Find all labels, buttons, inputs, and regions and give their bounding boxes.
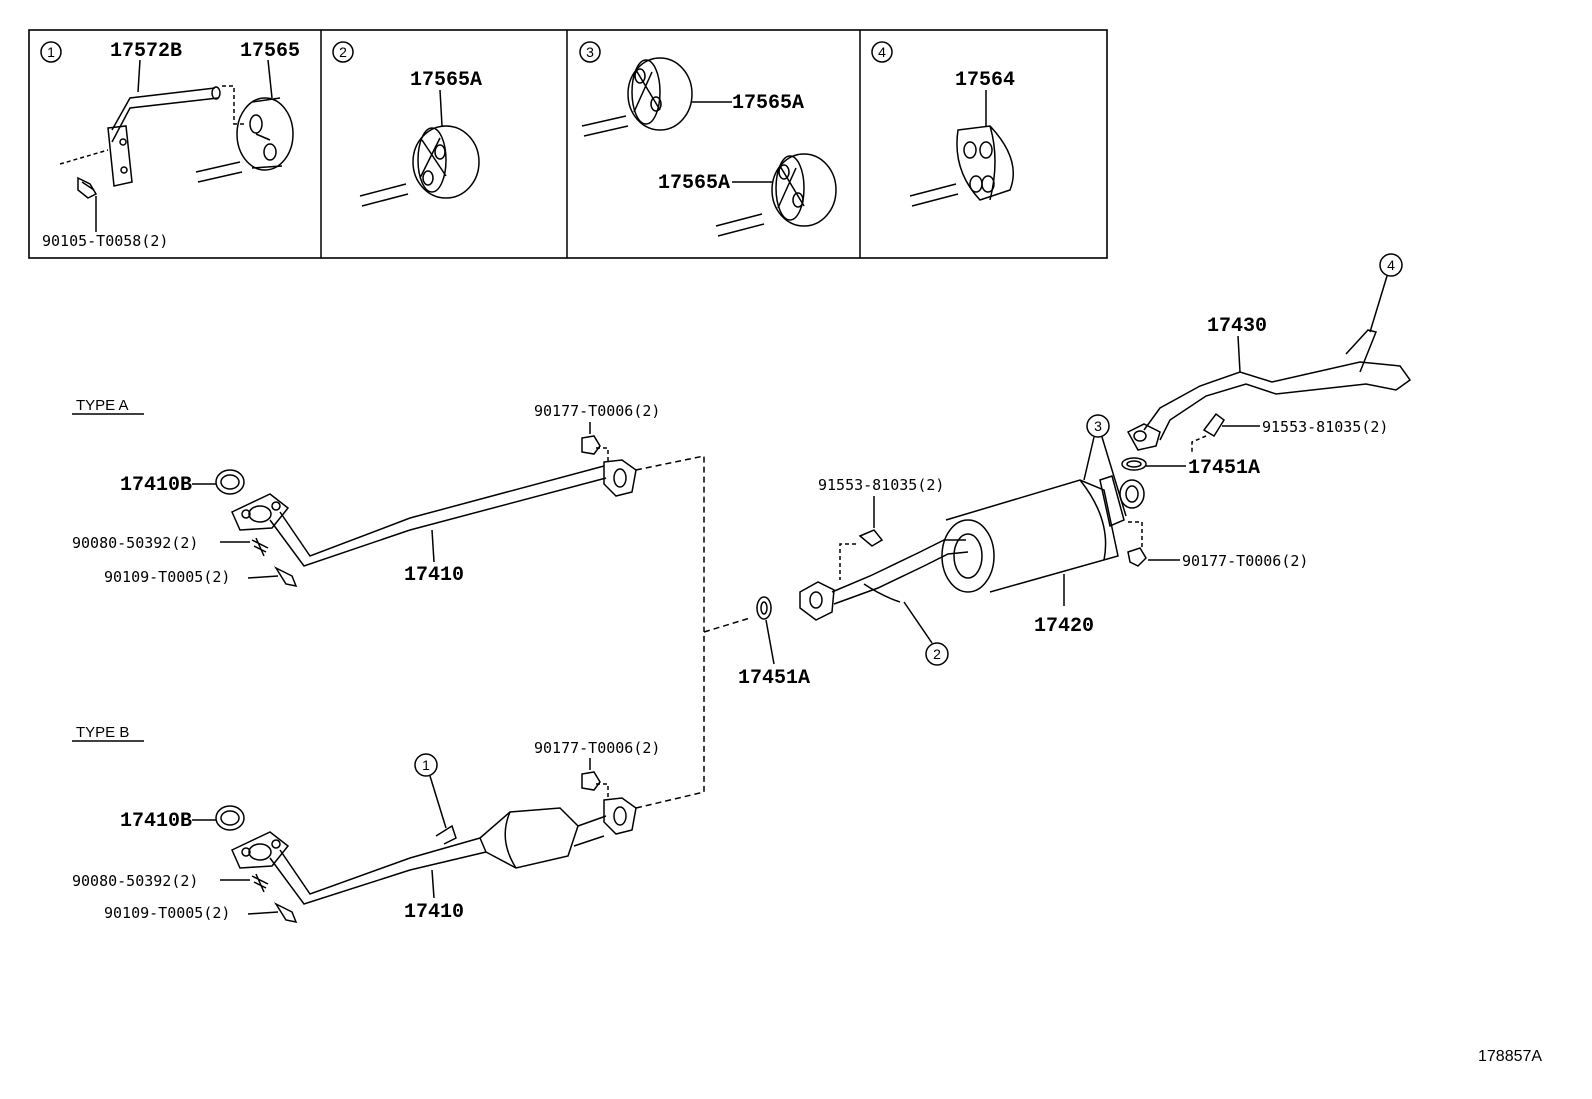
rubber-hanger-17564 (956, 125, 1014, 201)
inset-panel-4: 4 17564 (871, 41, 1015, 207)
rubber-hanger-17565a (412, 125, 480, 199)
heat-shield (863, 583, 901, 603)
callout-number: 2 (933, 646, 941, 662)
rubber-hanger-17565 (236, 97, 294, 171)
front-flange (231, 493, 290, 531)
part-label-90109-t0005: 90109-T0005(2) (104, 568, 230, 586)
part-label-17565a: 17565A (732, 92, 804, 115)
callout-circle-4 (1379, 253, 1403, 277)
part-label-90080-50392: 90080-50392(2) (72, 534, 198, 552)
nut-icon (1127, 547, 1147, 567)
nut-icon (273, 902, 298, 924)
muffler-inlet-pipe (831, 539, 969, 605)
part-label-91553-81035: 91553-81035(2) (1262, 418, 1388, 436)
nut-icon (581, 771, 601, 791)
part-label-90177-t0006: 90177-T0006(2) (1182, 552, 1308, 570)
part-label-17451a: 17451A (738, 667, 810, 690)
hanger-bracket (1099, 475, 1125, 528)
bracket-plate (107, 125, 133, 187)
bolt-icon (77, 176, 98, 199)
gasket-ring-icon (1121, 457, 1147, 471)
part-label-17564: 17564 (955, 69, 1015, 92)
callout-number: 1 (47, 44, 55, 60)
part-label-17420: 17420 (1034, 615, 1094, 638)
type-b-assembly: TYPE B 17410B 90080-50392(2) 90109-T0005… (72, 630, 705, 924)
callout-circle-2 (332, 41, 354, 63)
callout-circle-3 (579, 41, 601, 63)
center-flange (799, 581, 835, 621)
part-label-17572b: 17572B (110, 40, 182, 63)
figure-id: 178857A (1478, 1048, 1542, 1065)
inset-panel-2: 2 17565A (332, 41, 482, 207)
callout-number: 3 (1094, 418, 1102, 434)
bracket (435, 824, 457, 845)
nut-icon (273, 566, 298, 588)
callout-number: 2 (339, 44, 347, 60)
callout-number: 1 (422, 757, 430, 773)
gasket-ring-icon (215, 469, 245, 495)
tail-flange (1126, 423, 1161, 451)
part-label-90080-50392: 90080-50392(2) (72, 872, 198, 890)
part-label-17430: 17430 (1207, 315, 1267, 338)
tail-pipe-17430 (1143, 361, 1412, 441)
part-label-17565: 17565 (240, 40, 300, 63)
catalytic-converter (479, 807, 579, 869)
rear-flange (603, 459, 637, 497)
part-label-17565a: 17565A (410, 69, 482, 92)
part-label-90177-t0006: 90177-T0006(2) (534, 739, 660, 757)
callout-number: 4 (1387, 257, 1395, 273)
part-label-17410b: 17410B (120, 474, 192, 497)
callout-circle-3 (1086, 414, 1110, 438)
muffler-17420 (945, 479, 1119, 593)
bolt-icon (1202, 412, 1226, 438)
rubber-hanger-17565a-upper (627, 57, 693, 131)
rear-flange (603, 797, 637, 835)
callout-circle-1 (40, 41, 62, 63)
front-pipe-17410 (269, 837, 487, 905)
part-label-90177-t0006: 90177-T0006(2) (534, 402, 660, 420)
front-flange (231, 831, 290, 869)
type-a-heading: TYPE A (76, 397, 129, 414)
gasket-ring-icon (756, 596, 772, 620)
part-label-17410: 17410 (404, 564, 464, 587)
callout-number: 4 (878, 44, 886, 60)
rubber-hanger-17565a-lower (771, 153, 837, 227)
part-label-91553-81035: 91553-81035(2) (818, 476, 944, 494)
part-label-17451a: 17451A (1188, 457, 1260, 480)
part-label-90105-t0058: 90105-T0058(2) (42, 232, 168, 250)
inset-panel-3: 3 17565A 17565A (579, 41, 837, 237)
callout-number: 3 (586, 44, 594, 60)
part-label-90109-t0005: 90109-T0005(2) (104, 904, 230, 922)
type-b-heading: TYPE B (76, 724, 129, 741)
tail-hanger-bracket (1345, 329, 1378, 373)
type-a-assembly: TYPE A 17410B 90080-50392(2) 90109-T0005… (72, 397, 705, 630)
part-label-17410b: 17410B (120, 810, 192, 833)
nut-icon (581, 435, 601, 455)
bracket-pipe (111, 87, 219, 143)
tail-assembly: 4 17430 91553-81035(2) 17451A (1121, 253, 1412, 480)
part-label-17410: 17410 (404, 901, 464, 924)
inset-panels (28, 29, 1108, 259)
inset-panel-1: 1 17572B 17565 90105-T0058(2) (40, 40, 300, 250)
center-assembly: 17451A 91553-81035(2) 17420 2 3 9017 (703, 414, 1308, 690)
callout-circle-1 (414, 753, 438, 777)
front-pipe-17410 (269, 465, 607, 567)
callout-circle-2 (925, 642, 949, 666)
gasket-ring-icon (215, 805, 245, 831)
callout-circle-4 (871, 41, 893, 63)
bolt-icon (858, 529, 884, 547)
part-label-17565a: 17565A (658, 172, 730, 195)
